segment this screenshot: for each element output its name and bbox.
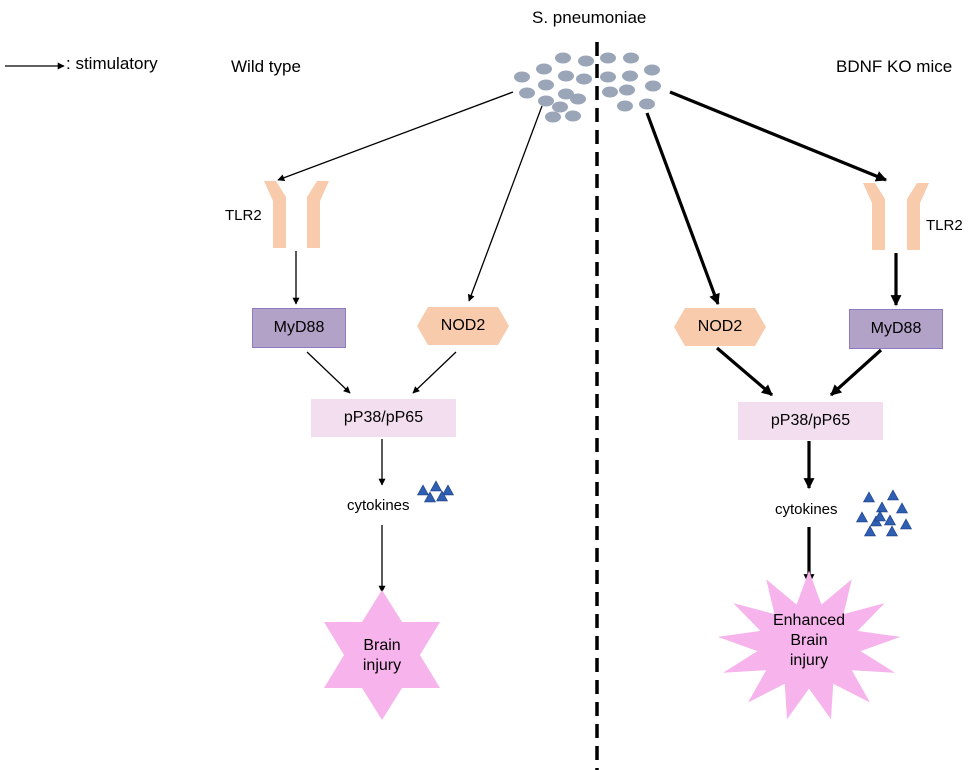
cytokine-triangle	[885, 525, 899, 537]
bacterium	[619, 84, 635, 96]
arrow-bacteria-to-nod2-ko	[645, 112, 720, 306]
tlr2-receptor-ko	[863, 183, 929, 250]
bacterium	[639, 98, 655, 110]
bacterium	[545, 111, 561, 123]
myd88-box-ko: MyD88	[849, 309, 943, 349]
cytokine-triangle	[883, 514, 897, 526]
cytokine-triangle	[416, 484, 430, 496]
bacterium	[552, 101, 568, 113]
enhanced-brain-injury-burst-ko	[717, 570, 901, 720]
bacterium	[600, 71, 616, 83]
wildtype-title: Wild type	[231, 57, 301, 76]
ko-title: BDNF KO mice	[836, 57, 953, 76]
bacteria-cluster	[514, 52, 661, 123]
pp38-pp65-box-ko: pP38/pP65	[738, 402, 883, 440]
nod2-hexagon-wildtype	[417, 307, 509, 345]
brain-injury-line-2: injury	[362, 657, 402, 674]
enhanced-brain-injury-label-ko: Enhanced Brain injury	[759, 608, 859, 674]
nod2-box-ko: NOD2	[674, 308, 766, 346]
arrow-nod2-to-pp-ko	[715, 346, 774, 397]
myd88-box-wildtype: MyD88	[252, 308, 346, 348]
bacterium	[617, 100, 633, 112]
cytokine-triangle	[895, 502, 909, 514]
tlr2-label-wildtype: TLR2	[225, 207, 262, 224]
arrow-bacteria-to-nod2-wt	[467, 105, 543, 302]
bacterium	[622, 70, 638, 82]
cytokine-triangle	[886, 489, 900, 501]
bacterium	[623, 52, 639, 64]
arrow-myd88-to-pp-wt	[306, 351, 351, 394]
arrow-nod2-to-pp-wt	[412, 351, 457, 394]
bacterium	[565, 110, 581, 122]
cytokines-label-wildtype: cytokines	[347, 497, 410, 514]
cytokine-triangle	[862, 491, 876, 503]
pp38-pp65-label-ko: pP38/pP65	[770, 412, 851, 429]
brain-injury-burst-wildtype	[324, 590, 440, 720]
bacterium	[555, 52, 571, 64]
enhanced-brain-injury-line-1: Enhanced	[772, 612, 846, 629]
bacterium	[519, 87, 535, 99]
bacterium	[536, 63, 552, 75]
cytokine-triangle	[873, 510, 887, 522]
cytokine-triangle	[899, 518, 913, 530]
nod2-label-wildtype: NOD2	[440, 317, 486, 334]
cytokine-triangle	[435, 490, 449, 502]
arrow-bacteria-to-tlr2-ko	[669, 90, 888, 182]
nod2-hexagon-ko	[674, 308, 766, 346]
cytokine-triangle	[423, 491, 437, 503]
bacterium	[600, 52, 616, 64]
bacterium	[538, 79, 554, 91]
enhanced-brain-injury-line-3: injury	[789, 652, 829, 669]
bacterium	[578, 55, 594, 67]
cytokine-triangle	[429, 480, 443, 492]
tlr2-label-ko: TLR2	[926, 217, 963, 234]
myd88-label-wildtype: MyD88	[273, 319, 325, 336]
bacterium	[602, 86, 618, 98]
pathogen-label: S. pneumoniae	[532, 8, 647, 27]
arrow-bacteria-to-tlr2-wt	[277, 91, 514, 182]
cytokine-triangles-wildtype	[416, 480, 455, 503]
wildtype-arrows	[277, 91, 543, 593]
cytokine-triangle	[441, 484, 455, 496]
brain-injury-line-1: Brain	[363, 637, 401, 654]
enhanced-brain-injury-line-2: Brain	[790, 632, 828, 649]
bacterium	[538, 95, 554, 107]
arrow-myd88-to-pp-ko	[829, 348, 883, 397]
cytokine-triangles-ko	[855, 489, 913, 537]
nod2-label-ko: NOD2	[697, 318, 743, 335]
pp38-pp65-box-wildtype: pP38/pP65	[311, 399, 456, 437]
bacterium	[558, 70, 574, 82]
bacterium	[570, 93, 586, 105]
bacterium	[644, 64, 660, 76]
bacterium	[645, 80, 661, 92]
brain-injury-label-wildtype: Brain injury	[332, 632, 432, 680]
nod2-box-wildtype: NOD2	[417, 307, 509, 345]
cytokine-triangle	[875, 501, 889, 513]
tlr2-receptor-wildtype	[264, 181, 329, 248]
cytokine-triangle	[855, 511, 869, 523]
cytokines-label-ko: cytokines	[775, 501, 838, 518]
myd88-label-ko: MyD88	[870, 320, 922, 337]
legend-label: : stimulatory	[66, 54, 158, 73]
bacterium	[576, 73, 592, 85]
cytokine-triangle	[863, 525, 877, 537]
bacterium	[558, 88, 574, 100]
pp38-pp65-label-wildtype: pP38/pP65	[343, 409, 424, 426]
bacterium	[514, 71, 530, 83]
